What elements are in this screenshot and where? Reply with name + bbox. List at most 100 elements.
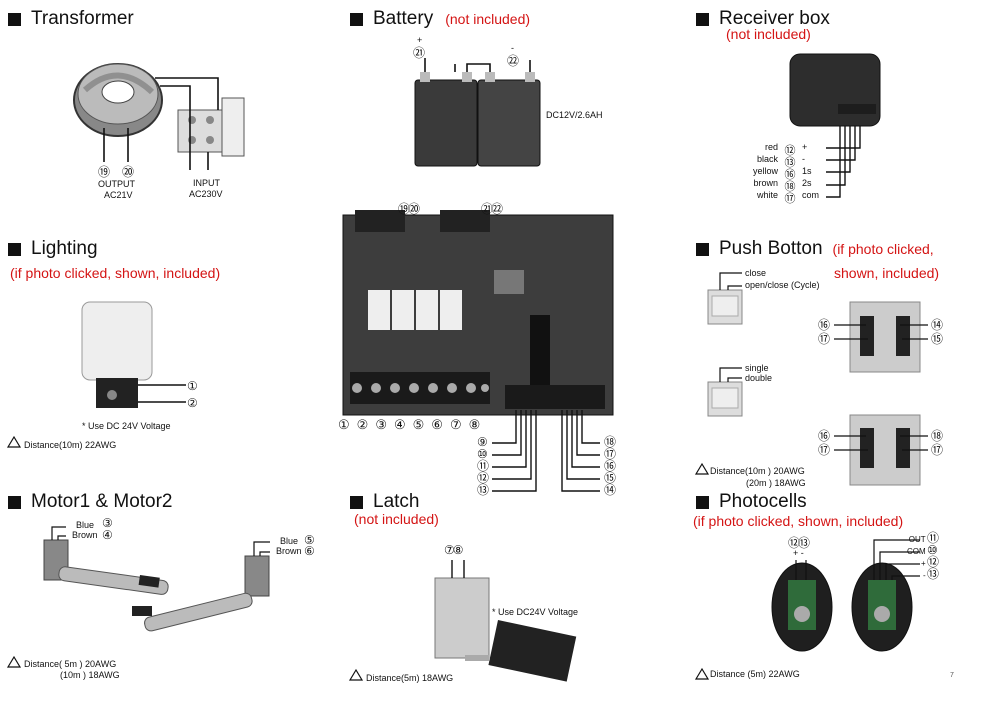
receiver-note: (not included): [726, 26, 811, 42]
lighting-voltage-note: * Use DC 24V Voltage: [82, 421, 171, 431]
push-button-wall-switch-image-2: [707, 381, 743, 417]
latch-title: Latch: [373, 491, 420, 512]
push-close-label: close: [745, 268, 767, 278]
terminal-block-image: [177, 97, 245, 157]
photocells-title: Photocells: [719, 491, 807, 512]
lighting-note: (if photo clicked, shown, included): [10, 265, 221, 281]
motor1-blue-label: Blue: [76, 520, 95, 530]
terminal-number: ⑫: [927, 555, 940, 569]
motor-title: Motor1 & Motor2: [31, 491, 173, 512]
motor-wires: [51, 526, 270, 556]
board-bottom-numbers: ① ② ③ ④ ⑤ ⑥ ⑦ ⑧: [338, 417, 480, 433]
bullet-square-icon: [696, 495, 709, 509]
terminal-number: ⑰: [818, 332, 831, 346]
electric-latch-image: [434, 577, 577, 682]
motor2-num-6: ⑥: [304, 544, 315, 558]
battery-image: [414, 72, 541, 167]
push-cycle-label: open/close (Cycle): [745, 280, 820, 290]
transformer-num-19: ⑲: [98, 165, 111, 179]
transformer-title: Transformer: [31, 8, 134, 29]
bullet-square-icon: [696, 242, 709, 256]
receiver-box-image: [789, 53, 881, 127]
motor1-num-3: ③: [102, 516, 113, 530]
switch2-right-numbers: ⑱ ⑰: [931, 429, 943, 457]
photocells-distance: Distance (5m) 22AWG: [710, 669, 800, 679]
photocell-minus-label: -: [923, 571, 926, 580]
bullet-square-icon: [350, 12, 363, 26]
terminal-number: ⑯: [818, 429, 831, 443]
terminal-number: ⑯: [604, 459, 617, 473]
warning-lamp-image: [81, 301, 153, 408]
battery-plus: +: [417, 35, 423, 45]
bullet-square-icon: [8, 495, 21, 509]
photocell-wires: [795, 539, 920, 580]
photocell-image-2: [851, 562, 913, 652]
photocell-out-label: OUT: [908, 535, 926, 544]
board-left-numbers: ⑨ ⑩ ⑪ ⑫ ⑬: [477, 436, 489, 496]
push-distance-1: Distance(10m ) 20AWG: [710, 466, 805, 476]
warning-triangle-icons: [6, 435, 710, 681]
battery-title: Battery: [373, 8, 434, 29]
terminal-number: ⑤: [412, 417, 425, 432]
switch-back-image-1: [849, 301, 921, 373]
terminal-number: ⑪: [477, 459, 490, 473]
push-button-wires: [719, 272, 742, 382]
photocell-plus-label: +: [921, 559, 926, 568]
terminal-number: ⑭: [931, 318, 944, 332]
terminal-number: ⑩: [927, 543, 938, 557]
receiver-heading: Receiver box: [696, 8, 830, 30]
receiver-wires: [826, 126, 861, 198]
motor-distance-2: (10m ) 18AWG: [60, 670, 120, 680]
lighting-num-2: ②: [187, 396, 198, 410]
terminal-number: ⑥: [431, 417, 443, 432]
lighting-title: Lighting: [31, 238, 98, 259]
terminal-number: ⑧: [468, 417, 481, 432]
terminal-number: ⑩: [477, 447, 488, 461]
lighting-distance: Distance(10m) 22AWG: [24, 440, 117, 450]
terminal-number: ⑱: [931, 429, 944, 443]
motor-heading: Motor1 & Motor2: [8, 491, 173, 513]
terminal-number: ①: [338, 417, 350, 432]
board-terminal-wires: [492, 410, 600, 492]
photocell2-numbers: ⑪ ⑩ ⑫ ⑬: [927, 532, 939, 580]
terminal-number: ⑭: [604, 483, 617, 497]
latch-heading: Latch: [350, 491, 419, 513]
latch-nums: ⑦⑧: [444, 543, 463, 557]
switch2-left-numbers: ⑯ ⑰: [818, 429, 830, 457]
lighting-num-1: ①: [187, 379, 198, 393]
bullet-square-icon: [8, 12, 21, 26]
battery-num-21: ㉑: [413, 46, 426, 60]
terminal-number: ⑫: [477, 471, 490, 485]
switch-wires: [834, 324, 928, 451]
switch1-right-numbers: ⑭ ⑮: [931, 318, 943, 346]
battery-wires: [424, 58, 531, 72]
switch1-left-numbers: ⑯ ⑰: [818, 318, 830, 346]
terminal-number: ④: [393, 417, 406, 432]
terminal-number: ⑨: [477, 435, 488, 449]
motor1-brown-label: Brown: [72, 530, 98, 540]
battery-num-22: ㉒: [507, 54, 520, 68]
motor1-num-4: ④: [102, 528, 113, 542]
control-board-image: [342, 210, 614, 416]
push-distance-2: (20m ) 18AWG: [746, 478, 806, 488]
terminal-number: ⑰: [818, 443, 831, 457]
motor-distance-1: Distance( 5m ) 20AWG: [24, 659, 117, 669]
photocells-heading: Photocells: [696, 491, 807, 513]
board-num-19-20: ⑲⑳: [398, 202, 420, 216]
photocell2-labels: OUT COM + -: [907, 534, 926, 582]
photocell-com-label: COM: [907, 547, 926, 556]
push-title: Push Botton: [719, 238, 823, 259]
push-note-line2: shown, included): [834, 265, 940, 281]
lighting-heading: Lighting: [8, 238, 98, 260]
latch-voltage-note: * Use DC24V Voltage: [492, 607, 579, 617]
terminal-number: ⑰: [931, 443, 944, 457]
transformer-heading: Transformer: [8, 8, 134, 30]
bullet-square-icon: [350, 495, 363, 509]
push-button-wall-switch-image-1: [707, 289, 743, 325]
toroid-transformer-image: [73, 63, 163, 137]
terminal-number: ⑮: [931, 332, 944, 346]
